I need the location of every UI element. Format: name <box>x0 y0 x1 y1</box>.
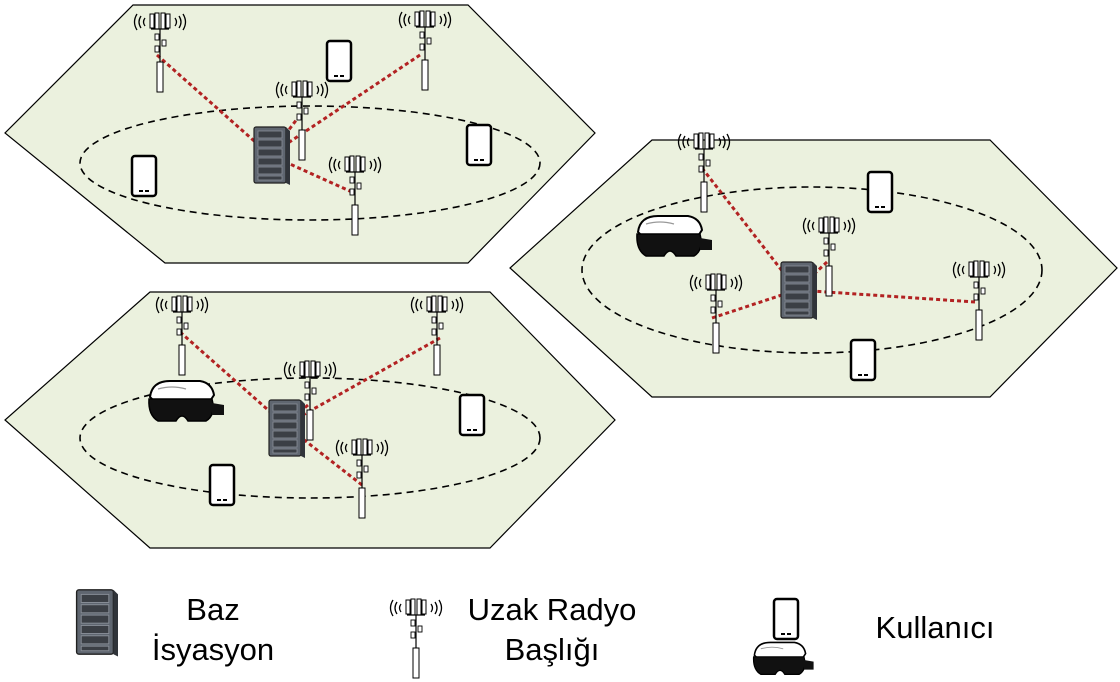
fronthaul-link <box>711 288 798 320</box>
phone-icon <box>130 154 158 198</box>
legend-base-station-label: Baz İsyasyon <box>128 590 298 670</box>
legend-radio-head-line2: Başlığı <box>504 632 600 667</box>
legend-user-label: Kullanıcı <box>875 610 995 645</box>
base-station-icon <box>780 261 818 321</box>
legend-base-station-line2: İsyasyon <box>151 632 275 667</box>
base-station-icon <box>253 126 291 186</box>
cell-right <box>509 132 1118 398</box>
legend-radio-head-icon <box>389 598 443 679</box>
phone-icon <box>458 393 486 437</box>
phone-icon <box>866 170 894 214</box>
fronthaul-link <box>269 153 353 194</box>
legend-base-station-icon <box>75 589 119 658</box>
legend-radio-head-line1: Uzak Radyo <box>467 592 637 627</box>
legend-vr-headset-icon <box>752 641 815 676</box>
legend-base-station-line1: Baz <box>186 592 240 627</box>
fronthaul-link <box>179 330 286 427</box>
phone-icon <box>208 463 236 507</box>
fronthaul-link <box>269 53 421 157</box>
phone-icon <box>465 123 493 167</box>
coverage-area <box>79 105 541 221</box>
fronthaul-link <box>284 423 363 487</box>
phone-icon <box>325 39 353 83</box>
legend-phone-icon <box>772 597 800 641</box>
legend-radio-head-label: Uzak Radyo Başlığı <box>452 590 652 670</box>
cell-top-left <box>4 4 596 264</box>
coverage-area <box>79 377 541 499</box>
phone-icon <box>849 338 877 382</box>
base-station-icon <box>268 399 306 459</box>
cell-bottom-left <box>4 291 616 549</box>
coverage-area <box>581 186 1043 354</box>
